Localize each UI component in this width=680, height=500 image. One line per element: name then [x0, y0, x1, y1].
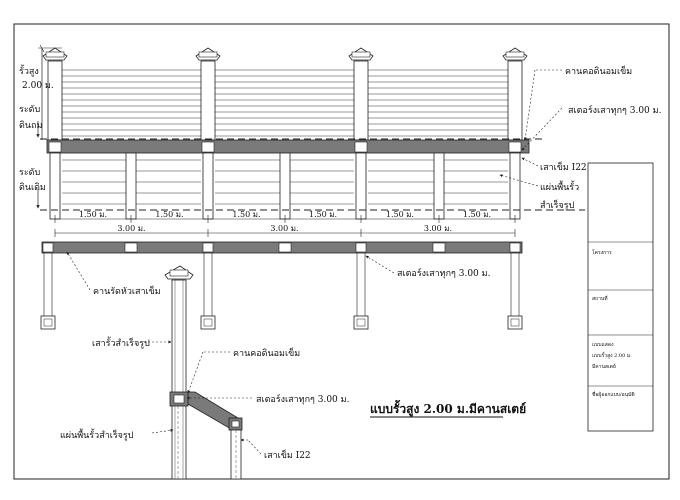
plan-stay-opening	[278, 242, 292, 253]
below-grade-structure	[49, 152, 521, 220]
section-stay-pile-core	[231, 420, 240, 428]
pile	[509, 152, 521, 220]
ground-beam-label: คานคอดินอมเข็ม	[565, 64, 632, 77]
fence-elevation: 1.50 ม. 1.50 ม. 1.50 ม. 1.50 ม. 1.50 ม. 1.50 …	[36, 44, 585, 237]
plan-pile-foot-core	[203, 318, 213, 327]
fence-post	[200, 60, 216, 141]
beam-post-joint	[201, 141, 215, 153]
dimension-half-label: 1.50 ม.	[79, 210, 107, 219]
title-location: สถานที่	[592, 295, 608, 302]
fence-post	[47, 60, 63, 141]
fence-panels	[62, 69, 508, 137]
orig-level-label-1: ระดับ	[19, 168, 41, 178]
dimension-half-label: 1.50 ม.	[155, 210, 183, 219]
pile-leader	[521, 157, 539, 167]
title-desc-2: แบบรั้วสูง 2.00 ม.	[592, 350, 632, 359]
dowel-leader	[521, 107, 563, 151]
span-dimensions: 1.50 ม. 1.50 ม. 1.50 ม. 1.50 ม. 1.50 ม. 1.50 …	[54, 210, 516, 237]
panel-label-1: แผ่นพื้นรั้ว	[540, 180, 579, 193]
drawing-title: แบบรั้วสูง 2.00 ม.มีคานสเตย์	[370, 399, 526, 417]
plan-pile-foot-core	[510, 318, 520, 327]
intermediate-pile	[433, 152, 445, 220]
dimension-half-label: 1.50 ม.	[232, 210, 260, 219]
ground-beam-leader-2	[523, 69, 536, 141]
title-approver: ชื่อผู้ออกแบบ/อนุมัติ	[592, 391, 635, 398]
intermediate-pile	[125, 152, 137, 220]
dimension-half-label: 1.50 ม.	[309, 210, 337, 219]
plan-dowel-leader	[365, 255, 395, 274]
section-beam-core	[173, 394, 185, 404]
fence-section	[164, 265, 243, 480]
pile	[49, 152, 61, 220]
post-cap-base	[351, 51, 371, 58]
post-cap-base	[45, 51, 65, 58]
plan-stay-opening	[432, 242, 446, 253]
plan-piles	[40, 242, 523, 330]
tie-beam-leader	[66, 251, 91, 291]
section-post-label: เสารั้วสำเร็จรูป	[92, 336, 150, 349]
dimension-half-label: 1.50 ม.	[463, 210, 491, 219]
plan-stay-opening	[124, 242, 138, 253]
plan-dowel-label: สเตอร์งเสาทุกๆ 3.00 ม.	[397, 267, 491, 279]
title-desc-1: แบบแสดง	[592, 342, 614, 348]
intermediate-pile	[279, 152, 291, 220]
fence-height-value: 2.00 ม.	[22, 81, 54, 91]
post-cap-base	[505, 51, 525, 58]
title-project: โครงการ	[592, 249, 612, 256]
title-desc-3: มีคานสเตย์	[592, 363, 616, 370]
section-ground-beam-label: คานคอดินอมเข็ม	[233, 346, 300, 359]
plan-pile-cap	[202, 242, 214, 253]
pile	[355, 152, 367, 220]
ground-beam	[46, 139, 530, 154]
plan-pile-cap	[355, 242, 367, 253]
section-post	[171, 279, 187, 480]
dimension-half-label: 1.50 ม.	[386, 210, 414, 219]
fill-level-label-2: ดินถม	[19, 120, 42, 131]
foundation-plan	[40, 241, 523, 330]
section-cap-base	[169, 269, 189, 277]
orig-level-label-2: ดินเดิม	[19, 182, 46, 193]
title-block-frame	[587, 162, 654, 432]
beam-post-joint	[354, 141, 368, 153]
height-arrow-top	[39, 44, 45, 53]
section-pile-leader	[247, 439, 262, 455]
plan-pile-cap	[42, 242, 54, 253]
section-panel-leader	[151, 428, 174, 434]
sheet-border	[13, 23, 670, 480]
dimension-full-label: 3.00 ม.	[117, 224, 145, 233]
post-cap-base	[198, 51, 218, 58]
plan-pile-cap	[509, 242, 521, 253]
section-beam-leader-2	[187, 351, 204, 394]
fence-post	[507, 60, 523, 141]
panel-label-2: สำเร็จรูป	[540, 198, 575, 211]
title-block	[587, 162, 654, 432]
pile-label: เสาเข็ม I22	[540, 160, 587, 173]
panel-leader	[499, 174, 539, 187]
plan-pile-foot-core	[356, 318, 366, 327]
tie-beam-label: คานรัดหัวเสาเข็ม	[93, 284, 161, 297]
beam-post-joints	[48, 141, 522, 153]
beam-post-joint	[48, 141, 62, 153]
fill-level-label-1: ระดับ	[19, 105, 41, 115]
section-panel-label: แผ่นพื้นรั้วสำเร็จรูป	[60, 428, 134, 441]
beam-post-joint	[508, 141, 522, 153]
fence-height-label: รั้วสูง	[19, 64, 39, 77]
plan-pile-foot-core	[43, 318, 53, 327]
dimension-full-label: 3.00 ม.	[270, 224, 298, 233]
section-pile-label: เสาเข็ม I22	[264, 448, 311, 461]
rebar-dowel-label: สเตอร์งเสาทุกๆ 3.00 ม.	[568, 104, 662, 116]
section-dowel-label: สเตอร์งเสาทุกๆ 3.00 ม.	[256, 393, 350, 405]
fence-post	[353, 60, 369, 141]
dimension-full-label: 3.00 ม.	[424, 224, 452, 233]
pile	[202, 152, 214, 220]
